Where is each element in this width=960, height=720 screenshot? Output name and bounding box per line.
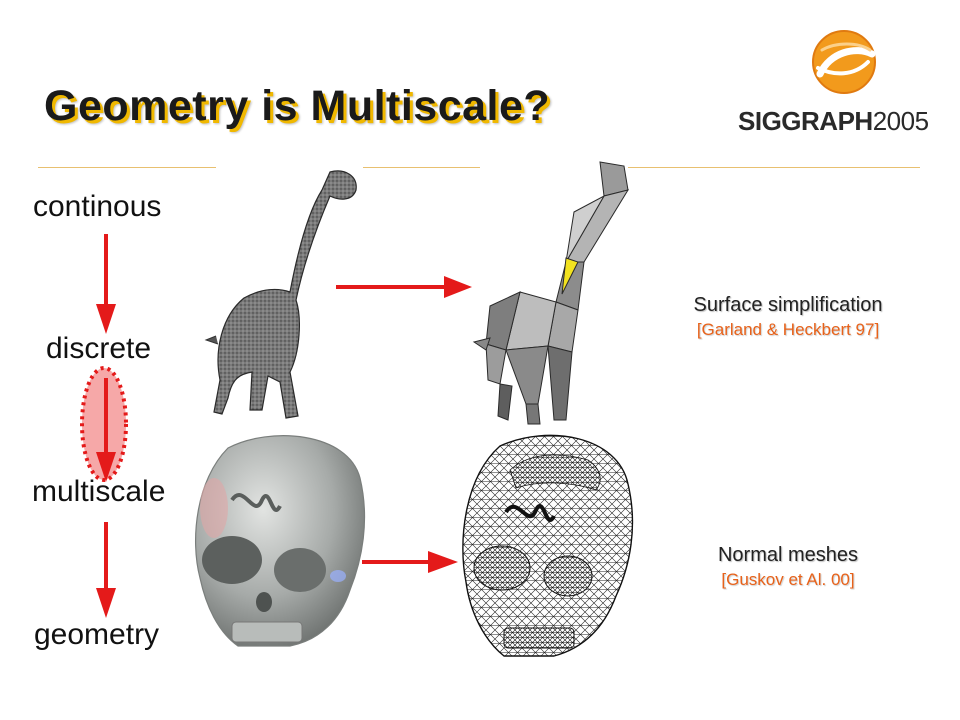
logo-year: 2005 (872, 106, 929, 136)
logo-brand: SIGGRAPH (738, 106, 873, 136)
method-label: Surface simplification (693, 294, 883, 316)
transform-arrow (336, 276, 472, 298)
pipeline-step-discrete: discrete (46, 332, 152, 365)
pipeline-step-continuous: continous (33, 190, 162, 223)
dinosaur-dense-mesh (204, 170, 357, 419)
logo-wordmark: SIGGRAPH2005 (738, 106, 929, 137)
divider (363, 167, 480, 168)
method-label: Normal meshes (717, 544, 859, 566)
method-citation: [Garland & Heckbert 97] (696, 320, 880, 339)
siggraph-logo: SIGGRAPH2005 (738, 24, 938, 144)
method-citation: [Guskov et Al. 00] (721, 570, 855, 589)
method-normal-meshes: Normal meshes [Guskov et Al. 00] (660, 544, 916, 590)
skull-shaded (195, 435, 366, 647)
pipeline-step-multiscale: multiscale (32, 475, 166, 508)
divider (628, 167, 920, 168)
method-surface-simplification: Surface simplification [Garland & Heckbe… (656, 294, 920, 340)
siggraph-swirl-icon (812, 30, 876, 94)
divider (38, 167, 216, 168)
pipeline-arrow (96, 522, 116, 618)
pipeline-step-geometry: geometry (34, 618, 160, 651)
pipeline-arrow (96, 234, 116, 334)
dinosaur-simplified-mesh (472, 161, 630, 425)
transform-arrow (362, 551, 458, 573)
skull-wireframe-mesh (462, 434, 634, 657)
page-title: Geometry is Multiscale? (44, 82, 551, 130)
pipeline-arrow (96, 378, 116, 482)
